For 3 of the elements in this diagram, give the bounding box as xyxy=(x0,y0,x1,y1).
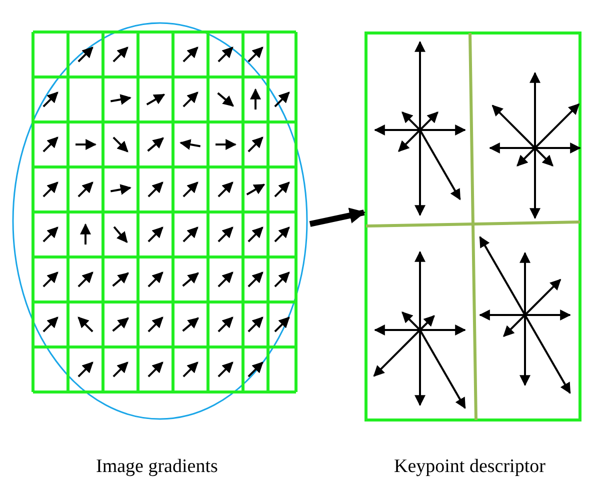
node-label: Keypoint descriptor xyxy=(394,456,546,478)
node-label: Image gradients xyxy=(96,456,218,478)
arrow xyxy=(309,208,366,227)
